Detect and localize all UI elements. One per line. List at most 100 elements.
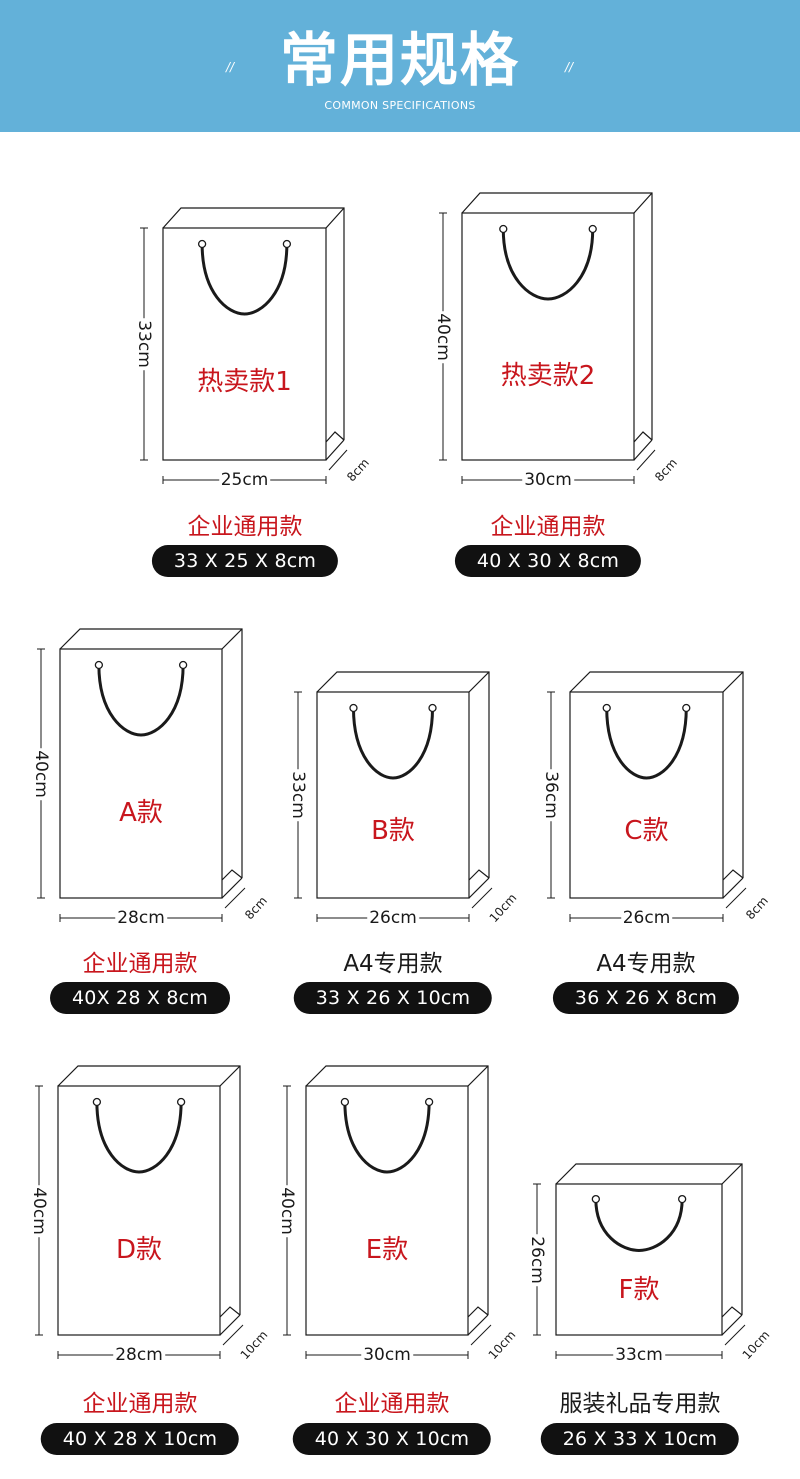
bag-top-edge — [57, 1065, 241, 1315]
bag-top-edge — [316, 671, 490, 878]
depth-dimension-line — [222, 1324, 244, 1346]
bag-rope-handle — [97, 664, 185, 737]
bag-gusset-fold — [325, 431, 345, 443]
decor-slash-left: // — [226, 60, 235, 74]
bag-side-edge — [721, 1163, 743, 1185]
bag-top-edge — [555, 1163, 743, 1315]
bag-usage-caption: A4专用款 — [343, 951, 443, 977]
handle-eyelet-left — [591, 1194, 600, 1204]
bag-front-face — [555, 1183, 723, 1336]
bag-spec-pill: 40X 28 X 8cm — [50, 982, 230, 1014]
width-dimension-label: 30cm — [361, 1345, 413, 1365]
bag-top-edge — [162, 207, 345, 440]
bag-model-label: B款 — [371, 815, 415, 846]
bag-model-label: C款 — [624, 815, 669, 846]
bag-model-label: F款 — [618, 1274, 660, 1305]
bag-usage-caption: 企业通用款 — [82, 951, 198, 977]
bag-illustration — [533, 1163, 746, 1359]
width-dimension-label: 30cm — [522, 470, 574, 490]
bag-rope-handle — [351, 707, 435, 780]
depth-dimension-line — [724, 1324, 746, 1346]
header-banner: // 常用规格 // COMMON SPECIFICATIONS — [0, 0, 800, 132]
bag-front-face — [162, 227, 327, 461]
bag-gusset-fold — [219, 1306, 241, 1318]
handle-eyelet-left — [340, 1097, 350, 1107]
bag-top-edge — [569, 671, 744, 878]
bag-side-bottom-edge — [325, 439, 345, 461]
bag-model-label: E款 — [365, 1235, 409, 1266]
page-title: 常用规格 — [279, 26, 520, 94]
height-dimension-label: 40cm — [277, 1184, 297, 1237]
height-dimension-label: 26cm — [527, 1233, 547, 1286]
handle-eyelet-left — [92, 1097, 102, 1107]
bag-illustration — [294, 671, 493, 922]
handle-eyelet-left — [94, 660, 104, 670]
bag-model-label: 热卖款1 — [197, 367, 292, 398]
bag-side-edge — [633, 192, 653, 214]
bag-side-bottom-edge — [722, 877, 744, 899]
depth-dimension-line — [725, 887, 747, 909]
bag-usage-caption: A4专用款 — [596, 951, 696, 977]
handle-eyelet-right — [682, 703, 691, 713]
bag-front-face — [316, 691, 470, 899]
bag-side-edge — [221, 628, 243, 650]
height-dimension-label: 33cm — [134, 318, 154, 370]
width-dimension-label: 25cm — [218, 470, 271, 490]
bag-model-label: D款 — [115, 1235, 163, 1266]
bag-side-bottom-edge — [219, 1314, 241, 1336]
bag-spec-pill: 33 X 25 X 8cm — [151, 545, 339, 577]
bag-gusset-fold — [468, 869, 490, 881]
handle-eyelet-left — [349, 703, 358, 713]
bag-gusset-fold — [467, 1306, 489, 1318]
bag-usage-caption: 服装礼品专用款 — [559, 1391, 721, 1417]
bag-model-label: A款 — [119, 798, 163, 829]
bag-side-edge — [219, 1065, 241, 1087]
bag-illustration — [547, 671, 747, 922]
bag-gusset-fold — [721, 1306, 743, 1318]
bag-model-label: 热卖款2 — [500, 361, 596, 392]
bag-side-edge — [722, 671, 744, 693]
bag-front-face — [57, 1085, 221, 1336]
bag-spec-pill: 33 X 26 X 10cm — [293, 982, 493, 1014]
bag-rope-handle — [343, 1101, 431, 1174]
handle-eyelet-right — [282, 239, 292, 249]
height-dimension-label: 40cm — [29, 1184, 49, 1237]
handle-eyelet-right — [178, 660, 188, 670]
width-dimension-label: 26cm — [367, 908, 419, 928]
bag-rope-handle — [95, 1101, 183, 1174]
handle-eyelet-left — [602, 703, 611, 713]
bag-rope-handle — [605, 707, 688, 780]
bag-front-face — [305, 1085, 469, 1336]
bag-top-edge — [461, 192, 653, 440]
bag-spec-pill: 40 X 30 X 8cm — [454, 545, 642, 577]
handle-eyelet-right — [428, 703, 437, 713]
bag-rope-handle — [200, 243, 289, 316]
handle-eyelet-right — [424, 1097, 434, 1107]
bag-side-edge — [467, 1065, 489, 1087]
bag-side-edge — [468, 671, 490, 693]
depth-dimension-line — [470, 1324, 492, 1346]
width-dimension-label: 28cm — [113, 1345, 165, 1365]
width-dimension-label: 26cm — [620, 908, 673, 928]
depth-dimension-line — [471, 887, 493, 909]
handle-eyelet-right — [588, 224, 597, 234]
bag-usage-caption: 企业通用款 — [490, 514, 606, 540]
handle-eyelet-right — [678, 1194, 687, 1204]
bag-illustration — [283, 1065, 492, 1359]
bag-spec-pill: 36 X 26 X 8cm — [552, 982, 740, 1014]
bag-side-bottom-edge — [467, 1314, 489, 1336]
bag-spec-pill: 26 X 33 X 10cm — [540, 1423, 740, 1455]
height-dimension-label: 33cm — [288, 769, 308, 821]
bag-side-bottom-edge — [633, 439, 653, 461]
handle-eyelet-left — [499, 224, 508, 234]
bag-front-face — [461, 212, 635, 461]
bag-illustration — [35, 1065, 244, 1359]
bag-spec-pill: 40 X 30 X 10cm — [292, 1423, 492, 1455]
height-dimension-label: 40cm — [433, 310, 453, 363]
width-dimension-label: 33cm — [613, 1345, 665, 1365]
width-dimension-label: 28cm — [115, 908, 167, 928]
bag-top-edge — [59, 628, 243, 878]
bag-usage-caption: 企业通用款 — [187, 514, 303, 540]
bag-gusset-fold — [221, 869, 243, 881]
bag-front-face — [569, 691, 724, 899]
